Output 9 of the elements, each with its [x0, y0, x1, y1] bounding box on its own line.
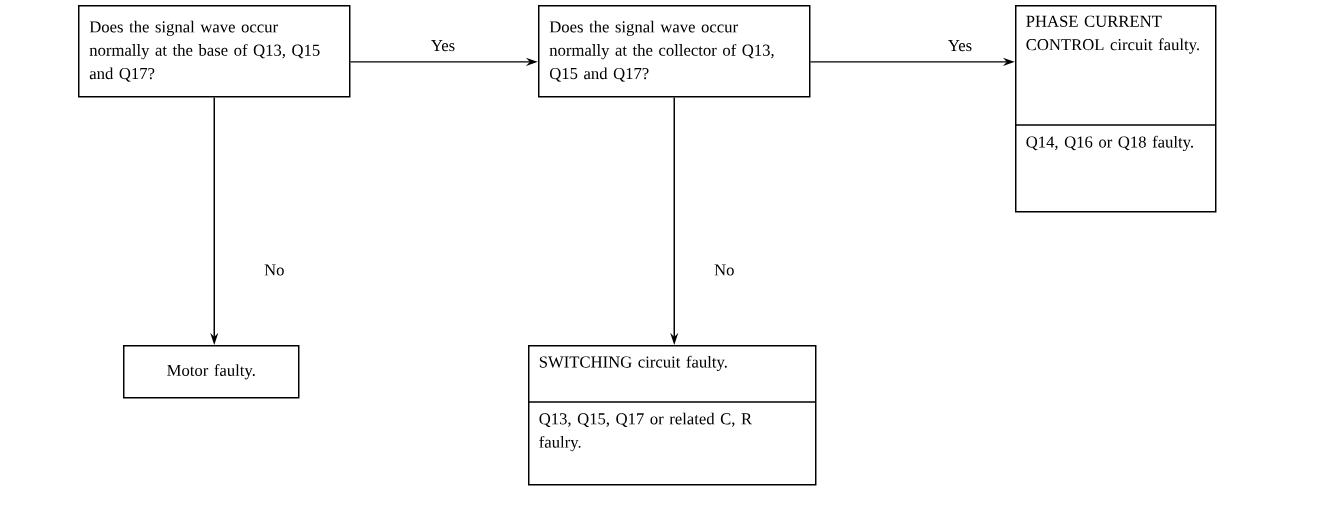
edge-label: Yes — [429, 38, 457, 53]
edge-label: No — [262, 263, 286, 277]
edge-label: Yes — [946, 38, 974, 53]
process-box: Does the signal wave occur normally at the base of Q13, Q15 and Q17? — [78, 5, 351, 98]
edge-label: No — [712, 263, 736, 277]
process-box: Does the signal wave occur normally at the collector of Q13, Q15 and Q17? — [538, 5, 811, 98]
result-box: SWITCHING circuit faulty. Q13, Q15, Q17 or related C, R faulry. — [527, 345, 817, 486]
result-box: PHASE CURRENT CONTROL circuit faulty. Q14, Q16 or Q18 faulty. — [1014, 5, 1217, 213]
process-box: Motor faulty. — [123, 345, 300, 399]
